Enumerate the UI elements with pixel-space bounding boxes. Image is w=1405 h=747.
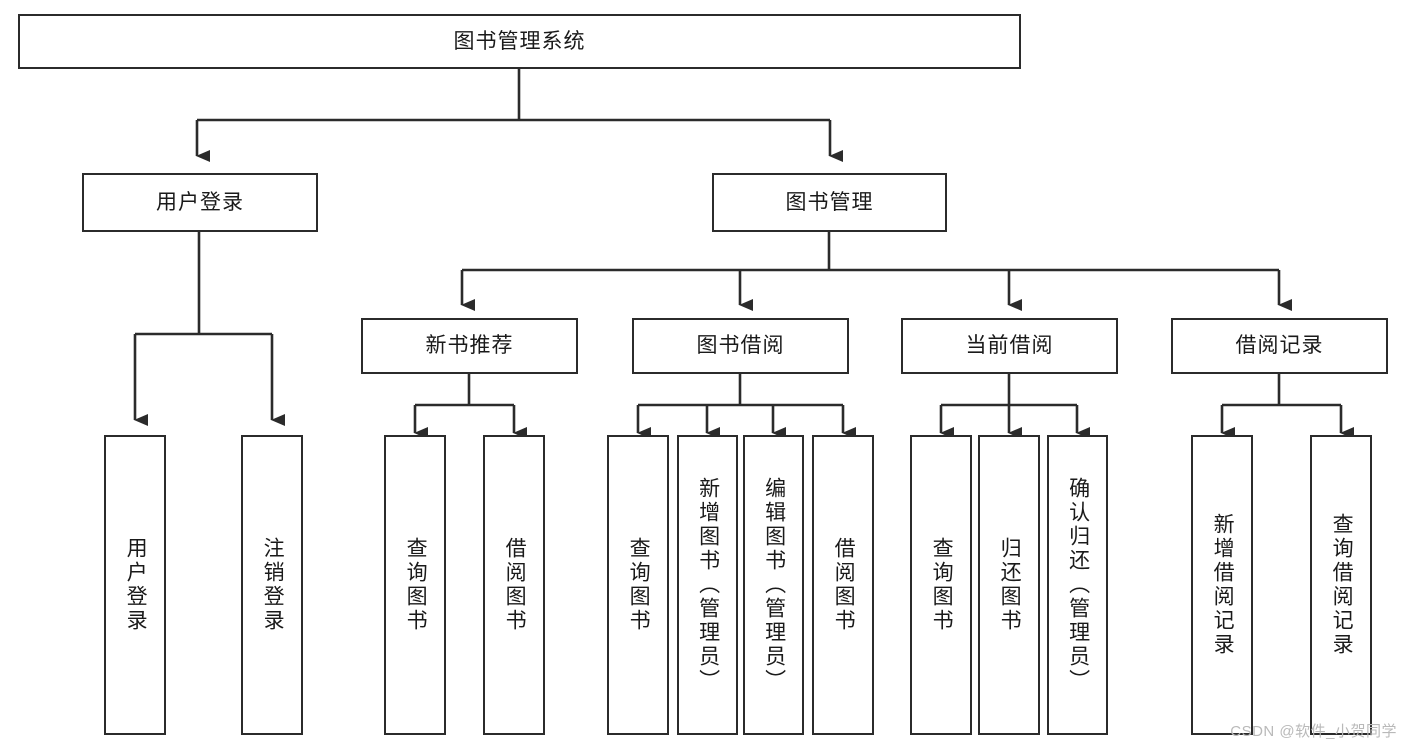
node-label: 归还图书: [998, 537, 1022, 633]
node-label: 新增借阅记录: [1211, 513, 1235, 657]
node-label: 查询图书: [627, 537, 651, 633]
node-label: 查询图书: [404, 537, 428, 633]
node-label: 查询借阅记录: [1330, 513, 1354, 657]
node-label: 确认归还（管理员）: [1066, 477, 1090, 693]
leaf-query-borrow-record[interactable]: 查询借阅记录: [1310, 435, 1372, 735]
leaf-edit-book[interactable]: 编辑图书（管理员）: [743, 435, 804, 735]
node-label: 借阅图书: [503, 537, 527, 633]
node-user-login[interactable]: 用户登录: [82, 173, 318, 232]
node-label: 新增图书（管理员）: [696, 477, 720, 693]
node-label: 编辑图书（管理员）: [762, 477, 786, 693]
watermark: CSDN @软件_小贺同学: [1230, 723, 1397, 740]
leaf-return-book[interactable]: 归还图书: [978, 435, 1040, 735]
node-label: 新书推荐: [425, 334, 514, 358]
node-current-borrow[interactable]: 当前借阅: [901, 318, 1118, 374]
leaf-borrow-book-1[interactable]: 借阅图书: [483, 435, 545, 735]
node-label: 图书借阅: [696, 334, 785, 358]
leaf-confirm-return[interactable]: 确认归还（管理员）: [1047, 435, 1108, 735]
node-book-management-system[interactable]: 图书管理系统: [18, 14, 1021, 69]
node-label: 注销登录: [261, 537, 285, 633]
node-label: 用户登录: [124, 537, 148, 633]
node-label: 图书管理系统: [453, 29, 586, 53]
leaf-query-book-3[interactable]: 查询图书: [910, 435, 972, 735]
node-new-book-recommend[interactable]: 新书推荐: [361, 318, 578, 374]
node-label: 借阅记录: [1235, 334, 1324, 358]
leaf-user-login[interactable]: 用户登录: [104, 435, 166, 735]
leaf-add-borrow-record[interactable]: 新增借阅记录: [1191, 435, 1253, 735]
node-borrow-record[interactable]: 借阅记录: [1171, 318, 1388, 374]
leaf-add-book[interactable]: 新增图书（管理员）: [677, 435, 738, 735]
node-book-manage[interactable]: 图书管理: [712, 173, 947, 232]
node-label: 查询图书: [930, 537, 954, 633]
leaf-query-book-2[interactable]: 查询图书: [607, 435, 669, 735]
leaf-logout-login[interactable]: 注销登录: [241, 435, 303, 735]
node-label: 图书管理: [785, 190, 874, 214]
node-label: 当前借阅: [965, 334, 1054, 358]
leaf-borrow-book-2[interactable]: 借阅图书: [812, 435, 874, 735]
node-label: 借阅图书: [832, 537, 856, 633]
leaf-query-book-1[interactable]: 查询图书: [384, 435, 446, 735]
node-label: 用户登录: [156, 190, 244, 214]
node-book-borrow[interactable]: 图书借阅: [632, 318, 849, 374]
